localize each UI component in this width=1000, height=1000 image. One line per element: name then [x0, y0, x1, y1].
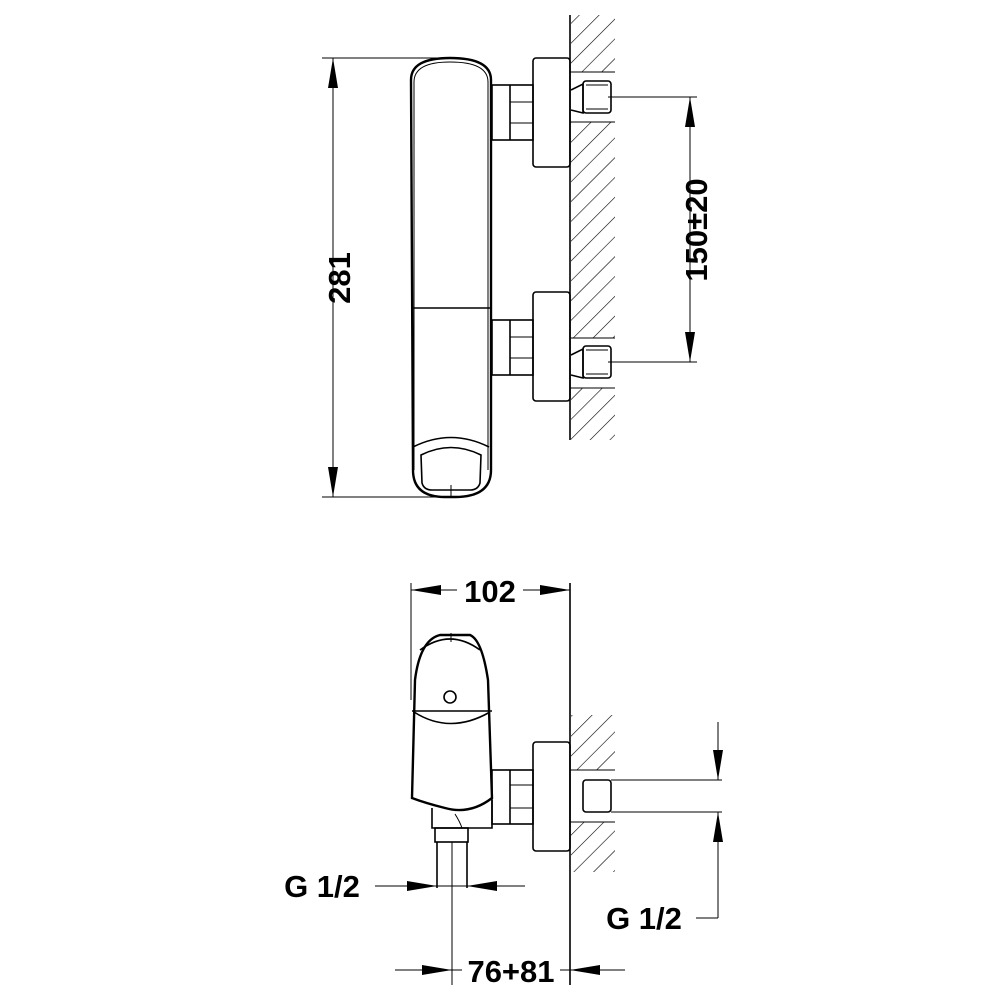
dimension-label-projection: 76+81	[467, 954, 554, 989]
wall-section-top	[569, 15, 615, 440]
outlet-thread-label: G 1/2	[284, 869, 360, 904]
dimension-inlet-thread: G 1/2	[606, 722, 723, 936]
button-icon	[443, 690, 457, 704]
dimension-label-height: 281	[322, 252, 357, 304]
dimension-label-inlet-spacing: 150±20	[679, 178, 714, 281]
connectors	[491, 84, 534, 376]
connector	[491, 769, 534, 825]
side-view: 281 150±20	[322, 15, 714, 499]
top-view: 102 G 1/2 G 1/2 76+81	[284, 574, 723, 989]
mixer-body-top	[410, 633, 494, 888]
dimension-150: 150±20	[608, 96, 714, 363]
dimension-label-width: 102	[464, 574, 516, 609]
wall-section-bottom	[569, 583, 615, 985]
flange-lower	[532, 291, 571, 402]
dimension-281: 281	[322, 57, 450, 498]
dimension-outlet-thread: G 1/2	[284, 869, 525, 904]
inlet-thread-label: G 1/2	[606, 901, 682, 936]
dimension-102: 102	[410, 574, 570, 700]
inlet-nipple	[582, 779, 612, 813]
flange-upper	[532, 57, 571, 168]
mixer-body-side	[409, 56, 493, 499]
flange	[532, 741, 571, 852]
dimension-projection: 76+81	[395, 842, 625, 989]
